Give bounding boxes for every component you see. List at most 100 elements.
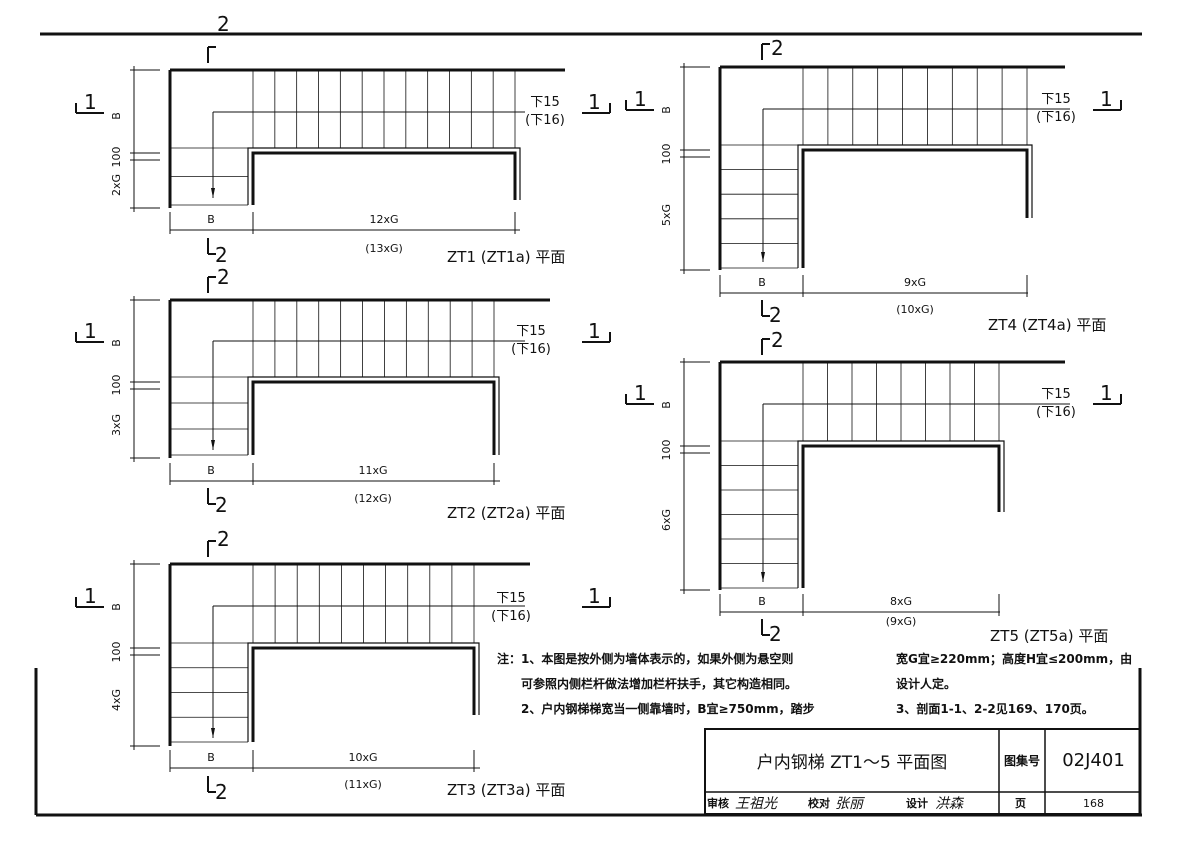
zt4-flight-dim: 5xG bbox=[660, 204, 673, 226]
zt2-down-label: 下15 bbox=[516, 324, 546, 339]
section-1-zt2-left: 1 bbox=[75, 319, 104, 343]
zt5-down-alt-label: (下16) bbox=[1036, 405, 1076, 420]
zt1-bottom-b: (13xG) bbox=[365, 242, 403, 255]
zt5-bottom-a: 8xG bbox=[890, 595, 912, 608]
zt3-flight-dim: 4xG bbox=[110, 689, 123, 711]
section-1-label: 1 bbox=[634, 381, 647, 405]
zt5-flight-dim: 6xG bbox=[660, 509, 673, 531]
title-block: 户内钢梯 ZT1～5 平面图 图集号 02J401 审核 王祖光 校对 张丽 设… bbox=[705, 729, 1142, 814]
note-line-2: 可参照内侧栏杆做法增加栏杆扶手，其它构造相同。 bbox=[521, 677, 798, 691]
zt4-bottom-b: (10xG) bbox=[896, 303, 934, 316]
zt1-gap-dim: 100 bbox=[110, 147, 123, 168]
section-1-zt4-right: 1 bbox=[1093, 87, 1122, 111]
page-number: 168 bbox=[1083, 796, 1104, 810]
zt2-flight-dim: 3xG bbox=[110, 414, 123, 436]
note-line-5: 设计人定。 bbox=[896, 677, 957, 691]
zt1-title: ZT1 (ZT1a) 平面 bbox=[447, 248, 565, 266]
section-marks-1: 1 1 1 1 1 1 1 1 1 1 bbox=[75, 87, 1122, 608]
section-2-zt4-bottom: 2 bbox=[761, 300, 782, 327]
page-label: 页 bbox=[1015, 797, 1026, 810]
section-1-label: 1 bbox=[588, 319, 601, 343]
note-line-6: 3、剖面1-1、2-2见169、170页。 bbox=[896, 702, 1094, 716]
section-1-zt4-left: 1 bbox=[625, 87, 654, 111]
section-1-label: 1 bbox=[588, 584, 601, 608]
section-1-zt5-right: 1 bbox=[1093, 381, 1122, 405]
zt2-gap-dim: 100 bbox=[110, 375, 123, 396]
zt1-side-b: B bbox=[207, 213, 215, 226]
zt4-down-alt-label: (下16) bbox=[1036, 110, 1076, 125]
zt4-down-label: 下15 bbox=[1041, 92, 1071, 107]
plan-zt2: B 100 3xG B 11xG (12xG) 下15 (下16) ZT2 (Z… bbox=[110, 296, 565, 522]
note-line-4: 宽G宜≥220mm；高度H宜≤200mm，由 bbox=[896, 652, 1133, 666]
section-1-zt3-left: 1 bbox=[75, 584, 104, 608]
zt5-b-dim: B bbox=[660, 401, 673, 409]
section-2-label: 2 bbox=[769, 303, 782, 327]
section-1-zt1-right: 1 bbox=[582, 90, 611, 114]
zt1-b-dim: B bbox=[110, 112, 123, 120]
section-2-zt2-bottom: 2 bbox=[207, 488, 228, 517]
section-marks-2: 2 2 2 2 2 2 2 2 2 2 bbox=[207, 12, 784, 804]
section-2-label: 2 bbox=[217, 527, 230, 551]
section-2-zt3-bottom: 2 bbox=[207, 776, 228, 804]
design-signature: 洪森 bbox=[935, 796, 963, 812]
zt4-bottom-a: 9xG bbox=[904, 276, 926, 289]
zt2-down-alt-label: (下16) bbox=[511, 342, 551, 357]
zt5-down-label: 下15 bbox=[1041, 387, 1071, 402]
drawing-title: 户内钢梯 ZT1～5 平面图 bbox=[756, 753, 948, 773]
plan-zt1: B 100 2xG B 12xG (13xG) 下15 (下16) ZT1 (Z… bbox=[110, 66, 565, 266]
zt4-b-dim: B bbox=[660, 106, 673, 114]
atlas-number: 02J401 bbox=[1062, 750, 1125, 771]
section-2-label: 2 bbox=[215, 493, 228, 517]
section-1-zt3-right: 1 bbox=[582, 584, 611, 608]
section-2-label: 2 bbox=[215, 243, 228, 267]
zt4-gap-dim: 100 bbox=[660, 144, 673, 165]
section-1-zt5-left: 1 bbox=[625, 381, 654, 405]
section-2-zt3-top: 2 bbox=[207, 527, 230, 557]
title-block-grid bbox=[704, 728, 1141, 815]
design-label: 设计 bbox=[906, 797, 928, 810]
check-signature: 张丽 bbox=[835, 796, 863, 812]
section-2-label: 2 bbox=[217, 265, 230, 289]
section-2-zt1-top: 2 bbox=[207, 12, 230, 63]
zt4-title: ZT4 (ZT4a) 平面 bbox=[988, 316, 1106, 334]
zt3-bottom-a: 10xG bbox=[348, 751, 377, 764]
zt2-title: ZT2 (ZT2a) 平面 bbox=[447, 504, 565, 522]
zt5-title: ZT5 (ZT5a) 平面 bbox=[990, 627, 1108, 645]
section-1-label: 1 bbox=[1100, 87, 1113, 111]
section-1-zt1-left: 1 bbox=[75, 90, 104, 114]
review-label: 审核 bbox=[707, 797, 729, 810]
note-line-3: 2、户内钢梯梯宽当一侧靠墙时，B宜≥750mm，踏步 bbox=[521, 702, 815, 716]
zt1-flight-dim: 2xG bbox=[110, 174, 123, 196]
zt2-side-b: B bbox=[207, 464, 215, 477]
zt3-down-label: 下15 bbox=[496, 591, 526, 606]
zt3-gap-dim: 100 bbox=[110, 642, 123, 663]
zt2-b-dim: B bbox=[110, 339, 123, 347]
section-1-label: 1 bbox=[634, 87, 647, 111]
zt1-down-label: 下15 bbox=[530, 95, 560, 110]
plan-zt4: B 100 5xG B 9xG (10xG) 下15 (下16) ZT4 (ZT… bbox=[660, 63, 1106, 334]
section-2-label: 2 bbox=[769, 622, 782, 646]
section-2-label: 2 bbox=[215, 780, 228, 804]
plan-zt3: B 100 4xG B 10xG (11xG) 下15 (下16) ZT3 (Z… bbox=[110, 560, 565, 799]
zt3-down-alt-label: (下16) bbox=[491, 609, 531, 624]
zt3-b-dim: B bbox=[110, 603, 123, 611]
section-1-label: 1 bbox=[1100, 381, 1113, 405]
zt3-title: ZT3 (ZT3a) 平面 bbox=[447, 781, 565, 799]
zt1-down-alt-label: (下16) bbox=[525, 113, 565, 128]
section-1-zt2-right: 1 bbox=[582, 319, 611, 343]
note-line-1: 注：1、本图是按外侧为墙体表示的，如果外侧为悬空则 bbox=[497, 652, 794, 666]
section-2-label: 2 bbox=[217, 12, 230, 36]
section-1-label: 1 bbox=[588, 90, 601, 114]
section-2-label: 2 bbox=[771, 36, 784, 60]
section-2-zt2-top: 2 bbox=[207, 265, 230, 293]
section-1-label: 1 bbox=[84, 584, 97, 608]
section-2-label: 2 bbox=[771, 328, 784, 352]
section-2-zt5-top: 2 bbox=[761, 328, 784, 355]
zt3-side-b: B bbox=[207, 751, 215, 764]
zt5-gap-dim: 100 bbox=[660, 440, 673, 461]
zt2-bottom-b: (12xG) bbox=[354, 492, 392, 505]
zt4-side-b: B bbox=[758, 276, 766, 289]
check-label: 校对 bbox=[808, 797, 830, 810]
zt1-bottom-a: 12xG bbox=[369, 213, 398, 226]
